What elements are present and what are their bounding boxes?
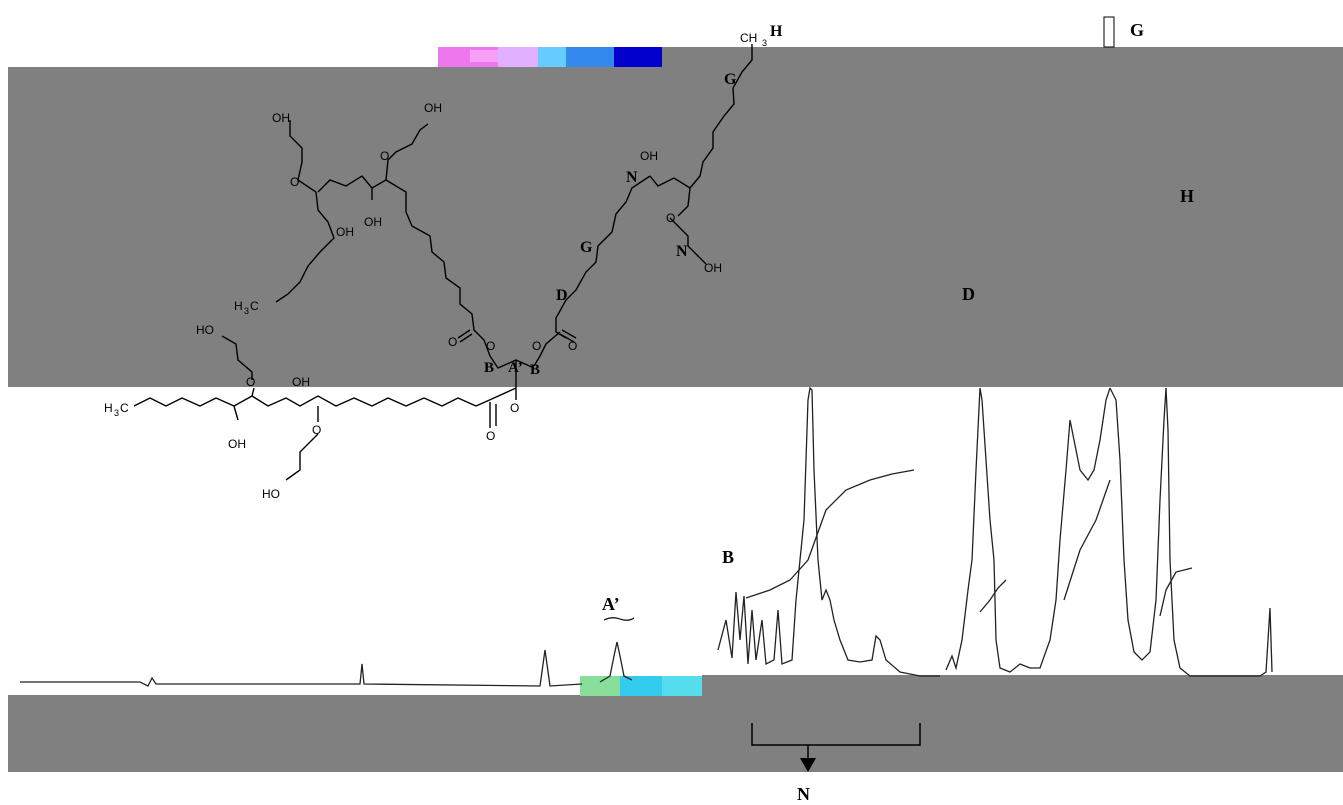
peak-label-a-prime: A’	[602, 594, 620, 614]
integral-curve-4	[1159, 567, 1193, 617]
structure-labels: H G N G N D B A’ B	[484, 23, 783, 378]
o-ester-left: O	[486, 339, 495, 353]
group-ch3-sub: 3	[762, 38, 767, 48]
struct-label-h: H	[770, 23, 783, 40]
oh-upper-right: OH	[640, 149, 658, 163]
gray-band-bottom-strip	[702, 675, 1343, 697]
struct-label-g-upper: G	[724, 71, 737, 88]
nmr-spectrum	[20, 386, 1273, 687]
molecule-groups: CH 3 OH O OH O O O O O O OH OH O O OH OH…	[104, 31, 767, 501]
oh-upper-left: OH	[336, 225, 354, 239]
peak-label-d: D	[962, 284, 975, 304]
color-artifact-bottom	[580, 676, 702, 696]
o-lower-top: O	[246, 375, 255, 389]
chain-right-upper	[689, 44, 753, 189]
chain-lower-ether	[285, 406, 319, 481]
carbonyl-right	[559, 329, 577, 343]
chain-left-upper-c	[385, 179, 491, 357]
integral-curve-3	[1063, 479, 1111, 601]
o-carbonyl-right: O	[568, 339, 577, 353]
integral-curve-2	[979, 579, 1007, 613]
o-ester-lower: O	[510, 401, 519, 415]
ho-lower-bottom: HO	[262, 487, 280, 501]
oh-upper-mid: OH	[364, 215, 382, 229]
struct-label-d: D	[556, 287, 568, 304]
spectrum-baseline-left	[20, 649, 583, 687]
struct-label-a-prime: A’	[508, 360, 523, 376]
struct-label-b-right: B	[530, 362, 540, 378]
n-bracket-arrowhead	[800, 758, 816, 772]
o-carbonyl-lower: O	[486, 429, 495, 443]
o-ester-right: O	[532, 339, 541, 353]
peak-label-h: H	[1180, 186, 1194, 206]
struct-label-b-left: B	[484, 360, 494, 376]
peak-d-region	[945, 387, 1111, 673]
gray-band-bottom	[8, 695, 1343, 772]
h3c-upper-left: H	[234, 299, 243, 313]
o-carbonyl-left: O	[448, 335, 457, 349]
gray-band-top	[8, 67, 1343, 387]
oh-top-mid: OH	[424, 101, 442, 115]
molecule-skeleton	[133, 44, 753, 481]
oh-lower-bottom: OH	[228, 437, 246, 451]
group-ch3: CH	[740, 31, 757, 45]
peak-a-prime	[599, 641, 633, 683]
h3c-upper-c: C	[250, 299, 259, 313]
peak-label-n: N	[797, 784, 810, 804]
chain-lower-upper-ether	[221, 335, 253, 380]
chain-lower	[133, 387, 517, 421]
struct-label-n-upper: N	[626, 169, 638, 186]
carbonyl-left	[457, 329, 473, 343]
oh-lower-top: OH	[292, 375, 310, 389]
chain-left-upper-a	[275, 120, 335, 303]
chain-right-branch	[649, 175, 691, 189]
h3c-lower-sub: 3	[114, 408, 119, 418]
o-upper-mid: O	[380, 149, 389, 163]
integral-curve-1	[745, 469, 915, 599]
chain-right-lower	[533, 175, 651, 367]
peak-label-b: B	[722, 547, 734, 567]
h3c-lower: H	[104, 401, 113, 415]
peak-h-region	[1165, 387, 1273, 677]
h3c-lower-c: C	[120, 401, 129, 415]
peak-label-g-top: G	[1130, 20, 1144, 40]
peak-b-cluster	[717, 386, 940, 677]
oh-right-ether: OH	[704, 261, 722, 275]
peak-g-region	[1109, 387, 1167, 661]
oh-top-left: OH	[272, 111, 290, 125]
color-artifact-top	[438, 47, 662, 67]
g-marker-box	[1103, 16, 1115, 48]
struct-label-n-lower: N	[676, 243, 688, 260]
gray-band-top-strip	[662, 47, 1343, 69]
o-upper-left: O	[290, 175, 299, 189]
a-prime-underline	[603, 617, 635, 621]
h3c-upper-sub: 3	[244, 306, 249, 316]
o-lower-bottom: O	[312, 423, 321, 437]
chain-right-ether	[669, 187, 707, 265]
o-right-ether: O	[666, 211, 675, 225]
peak-labels: G H D B A’ N	[602, 20, 1194, 804]
struct-label-g-mid: G	[580, 239, 593, 256]
carbonyl-lower	[489, 402, 497, 428]
ho-lower-top: HO	[196, 323, 214, 337]
